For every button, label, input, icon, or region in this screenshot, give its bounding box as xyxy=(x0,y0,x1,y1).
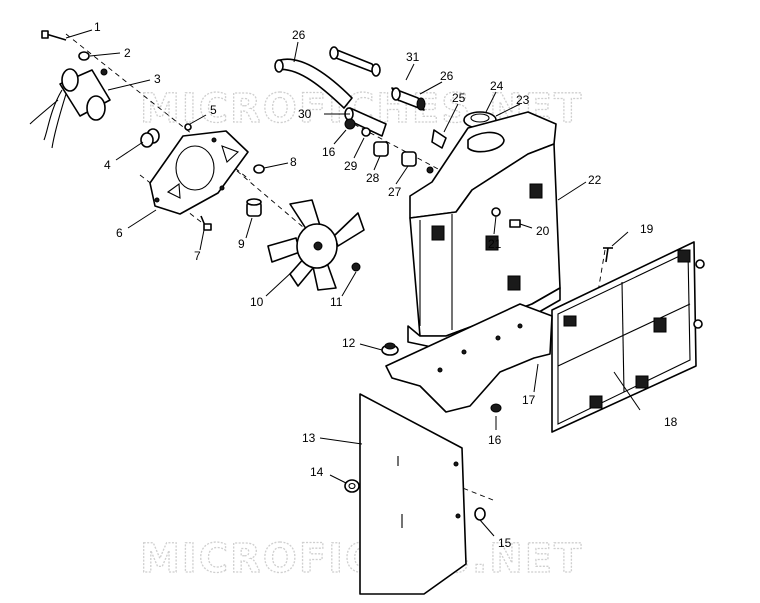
callout-5: 5 xyxy=(210,103,217,117)
clip-15 xyxy=(474,507,486,521)
callout-10: 10 xyxy=(250,295,264,309)
callout-18: 18 xyxy=(664,415,678,429)
callout-31: 31 xyxy=(406,50,420,64)
spacer-28 xyxy=(373,141,389,157)
callout-11: 11 xyxy=(330,295,343,309)
spacer-9 xyxy=(246,198,262,217)
callout-23: 23 xyxy=(516,93,530,107)
callout-16-lower: 16 xyxy=(488,433,502,447)
screw-7 xyxy=(200,215,212,231)
callout-7: 7 xyxy=(194,249,201,263)
fan-motor-3 xyxy=(29,68,111,149)
nut-5 xyxy=(184,123,192,131)
hose-31 xyxy=(329,46,381,77)
callout-29: 29 xyxy=(344,159,358,173)
spacer-27 xyxy=(401,151,417,167)
bolt-1 xyxy=(41,30,67,41)
spacer-4 xyxy=(140,128,160,148)
callout-30: 30 xyxy=(298,107,312,121)
callout-19: 19 xyxy=(640,222,654,236)
callout-14: 14 xyxy=(310,465,324,479)
callout-16-upper: 16 xyxy=(322,145,336,159)
callout-26-fitting: 26 xyxy=(440,69,454,83)
grommet-12 xyxy=(381,342,399,356)
callout-20: 20 xyxy=(536,224,550,238)
radiator-22 xyxy=(407,111,561,351)
nut-8 xyxy=(253,164,265,174)
callout-13: 13 xyxy=(302,431,316,445)
screw-19 xyxy=(603,247,613,263)
callout-leaders xyxy=(65,29,641,537)
callout-21: 21 xyxy=(488,237,502,251)
washer-29 xyxy=(361,127,371,137)
clamp-25 xyxy=(431,129,447,149)
washer-21 xyxy=(491,207,501,217)
fan-blade-10 xyxy=(267,199,365,291)
hose-upper-26 xyxy=(274,58,353,109)
callout-24: 24 xyxy=(490,79,504,93)
callout-17: 17 xyxy=(522,393,536,407)
callout-25: 25 xyxy=(452,91,466,105)
callout-22: 22 xyxy=(588,173,602,187)
callout-26-upper: 26 xyxy=(292,28,306,42)
grommet-14 xyxy=(344,479,360,493)
callout-3: 3 xyxy=(154,72,161,86)
shroud-lower-17 xyxy=(385,303,553,413)
bolt-20 xyxy=(509,219,521,228)
washer-2 xyxy=(78,51,90,61)
hose-fitting-26 xyxy=(391,87,426,111)
motor-mount-plate-6 xyxy=(149,130,249,215)
callout-6: 6 xyxy=(116,226,123,240)
callout-4: 4 xyxy=(104,158,111,172)
callout-8: 8 xyxy=(290,155,297,169)
radiator-screen-18 xyxy=(551,241,705,433)
clamp-16 xyxy=(344,118,356,130)
callout-27: 27 xyxy=(388,185,402,199)
callout-28: 28 xyxy=(366,171,380,185)
callout-1: 1 xyxy=(94,20,101,34)
grommet-16 xyxy=(490,403,502,413)
callout-15: 15 xyxy=(498,536,512,550)
callout-2: 2 xyxy=(124,46,131,60)
callout-labels: 1 2 3 5 4 8 6 7 9 10 11 26 31 26 24 23 2… xyxy=(94,20,678,550)
callout-12: 12 xyxy=(342,336,356,350)
side-panel-13 xyxy=(359,393,467,595)
callout-9: 9 xyxy=(238,237,245,251)
nut-11 xyxy=(351,262,361,272)
